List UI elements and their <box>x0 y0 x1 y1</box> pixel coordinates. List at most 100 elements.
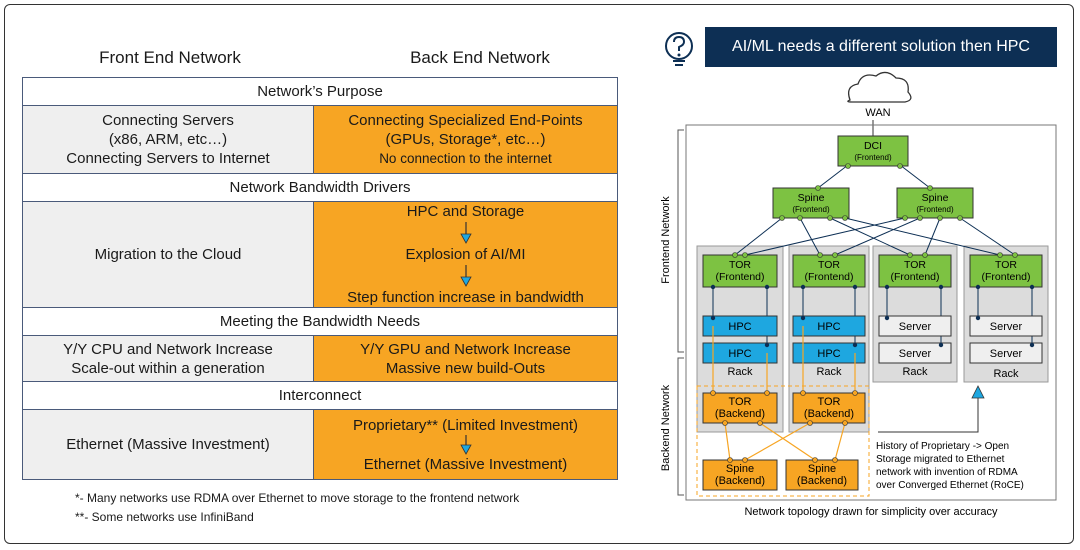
spine-label: Spine <box>922 192 949 204</box>
section-title: Network Bandwidth Drivers <box>22 173 618 202</box>
text-line: Massive new build-Outs <box>385 359 546 377</box>
down-arrow-icon <box>459 434 472 455</box>
cloud-icon <box>847 71 912 103</box>
hpc-label: HPC <box>728 348 751 360</box>
server-node <box>969 315 1043 337</box>
backend-bracket <box>677 357 684 496</box>
tor-frontend-node <box>792 254 866 288</box>
tor-label: TOR <box>728 396 751 408</box>
dci-label: DCI <box>864 140 882 152</box>
history-line: History of Proprietary -> Open <box>876 441 1009 452</box>
server-label: Server <box>990 348 1023 360</box>
text-line: Y/Y CPU and Network Increase <box>63 340 273 358</box>
text-line: HPC and Storage <box>406 203 525 220</box>
tor-label: TOR <box>818 259 840 271</box>
network-topology-diagram: WAN Frontend Network Backend Network DCI… <box>660 71 1057 518</box>
back-cell: Connecting Specialized End-Points (GPUs,… <box>313 105 618 174</box>
text-line: (x86, ARM, etc…) <box>108 131 228 148</box>
text-line: Step function increase in bandwidth <box>347 289 584 306</box>
rack-label: Rack <box>727 366 753 378</box>
tor-sublabel: (Frontend) <box>981 271 1030 283</box>
front-cell: Connecting Servers (x86, ARM, etc…) Conn… <box>22 105 314 174</box>
tor-label: TOR <box>817 396 840 408</box>
text-line: Connecting Servers <box>102 112 234 129</box>
dci-node <box>837 135 909 167</box>
spine-label: Spine <box>726 463 754 475</box>
spine-label: Spine <box>798 192 825 204</box>
banner: AI/ML needs a different solution then HP… <box>705 27 1057 67</box>
wan-label: WAN <box>865 107 890 119</box>
spine-frontend-node <box>772 187 850 219</box>
tor-label: TOR <box>904 259 926 271</box>
frontend-bracket <box>677 129 684 353</box>
tor-sublabel: (Frontend) <box>715 271 764 283</box>
footnote: *- Many networks use RDMA over Ethernet … <box>75 491 520 505</box>
text-line: Connecting Servers to Internet <box>66 150 270 167</box>
back-cell: HPC and Storage Explosion of AI/MI Step … <box>313 201 618 308</box>
hpc-label: HPC <box>817 348 840 360</box>
server-node <box>878 315 952 337</box>
outer-frame <box>4 4 1074 544</box>
text-line: (GPUs, Storage*, etc…) <box>385 131 546 148</box>
spine-frontend-node <box>896 187 974 219</box>
rack-label: Rack <box>902 366 928 378</box>
tor-label: TOR <box>729 259 751 271</box>
backend-network-label: Backend Network <box>660 384 672 471</box>
back-end-header: Back End Network <box>410 48 550 67</box>
section-title: Interconnect <box>22 381 618 410</box>
hpc-node <box>792 315 866 337</box>
footnotes: *- Many networks use RDMA over Ethernet … <box>75 489 519 527</box>
text-line: Ethernet (Massive Investment) <box>363 455 568 473</box>
back-cell: Y/Y GPU and Network Increase Massive new… <box>313 335 618 382</box>
server-label: Server <box>899 321 932 333</box>
text-line: Proprietary** (Limited Investment) <box>352 416 579 434</box>
spine-label: Spine <box>808 463 836 475</box>
text-line: No connection to the internet <box>379 151 552 166</box>
text-line: Explosion of AI/MI <box>405 246 526 263</box>
tor-backend-node <box>792 392 866 424</box>
tor-frontend-node <box>969 254 1043 288</box>
tor-sublabel: (Backend) <box>804 408 854 420</box>
server-label: Server <box>990 321 1023 333</box>
text-line: Connecting Specialized End-Points <box>348 112 583 129</box>
comparison-table: Network’s Purpose Connecting Servers (x8… <box>22 77 618 480</box>
tor-frontend-node <box>702 254 778 288</box>
hpc-label: HPC <box>817 321 840 333</box>
spine-sublabel: (Backend) <box>797 475 847 487</box>
spine-backend-node <box>785 459 859 491</box>
footnote: **- Some networks use InfiniBand <box>75 510 254 524</box>
hpc-node <box>702 315 778 337</box>
front-cell: Migration to the Cloud <box>22 201 314 308</box>
up-arrow-icon <box>971 385 985 399</box>
diagram-caption: Network topology drawn for simplicity ov… <box>744 506 998 518</box>
text-line: Migration to the Cloud <box>94 246 242 263</box>
front-cell: Ethernet (Massive Investment) <box>22 409 314 480</box>
text-line: Scale-out within a generation <box>71 359 265 377</box>
section-title: Meeting the Bandwidth Needs <box>22 307 618 336</box>
spine-sublabel: (Backend) <box>715 475 765 487</box>
hpc-node <box>702 342 778 364</box>
text-line: Ethernet (Massive Investment) <box>66 436 270 453</box>
datacenter-frame <box>685 124 1057 501</box>
history-line: over Converged Ethernet (RoCE) <box>876 480 1024 491</box>
history-connector <box>878 398 979 433</box>
tor-label: TOR <box>995 259 1017 271</box>
question-bulb-icon <box>665 32 693 66</box>
spine-backend-node <box>702 459 778 491</box>
down-arrow-icon <box>459 222 472 244</box>
tor-frontend-node <box>878 254 952 288</box>
tor-backend-node <box>702 392 778 424</box>
history-line: Storage migrated to Ethernet <box>876 454 1005 465</box>
hpc-node <box>792 342 866 364</box>
tor-sublabel: (Frontend) <box>890 271 939 283</box>
spine-sublabel: (Frontend) <box>792 205 830 214</box>
server-node <box>878 342 952 364</box>
server-node <box>969 342 1043 364</box>
tor-sublabel: (Frontend) <box>804 271 853 283</box>
rack-label: Rack <box>993 368 1019 380</box>
server-label: Server <box>899 348 932 360</box>
dci-sublabel: (Frontend) <box>854 153 892 162</box>
down-arrow-icon <box>459 265 472 287</box>
history-line: network with invention of RDMA <box>876 467 1018 478</box>
front-cell: Y/Y CPU and Network Increase Scale-out w… <box>22 335 314 382</box>
